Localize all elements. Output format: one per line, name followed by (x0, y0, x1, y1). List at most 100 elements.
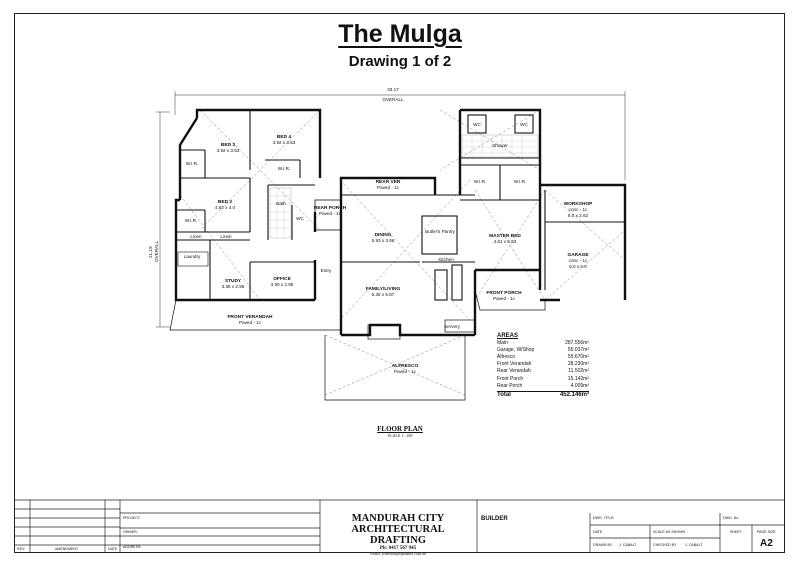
bath-label: Bath (276, 201, 286, 206)
area-row: Rear Porch 4.009m² (497, 383, 589, 390)
left-wing-internal-walls (176, 110, 315, 300)
firm-email: Email: jcherattd@optusnet.com.au (370, 551, 426, 556)
front-verandah-name: FRONT VERANDAH (227, 314, 273, 320)
master-internal-walls (460, 114, 540, 201)
kitchen-label: Kitchen (438, 257, 454, 262)
dwg-no-label: DWG. No. (723, 516, 740, 520)
butlers-pantry-label: Butler's Pantry (425, 229, 455, 234)
sheet-label: SHEET (730, 530, 742, 534)
firm-name-line2: ARCHITECTURAL DRAFTING (351, 524, 445, 546)
dining-name: DINING (375, 232, 392, 238)
alfresco-name: ALFRESCO (392, 363, 419, 369)
amendment-label: AMENDMENT (55, 547, 79, 551)
checked-by-label: CHECKED BY (653, 543, 677, 547)
firm-block: MANDURAH CITY ARCHITECTURAL DRAFTING Ph:… (323, 513, 473, 556)
alfresco-finish: Paved - 1c (394, 369, 417, 374)
roof-lines (179, 109, 626, 396)
servery-label: Servery (444, 324, 461, 329)
family-size: 6.35 x 5.87 (372, 292, 395, 297)
ensuite-wc1-label: WC (473, 122, 481, 127)
wir-master1-label: W.I.R. (474, 179, 487, 184)
central-internal-walls (341, 194, 475, 301)
areas-heading: AREAS (497, 333, 519, 339)
linen1-label: Linen (190, 234, 202, 239)
front-verandah-finish: Paved - 1c (239, 320, 262, 325)
page-size-label: PAGE SIZE (757, 530, 776, 534)
garage-size: 6.0 x 6.0 (569, 264, 587, 269)
rear-ver-name: REAR VER (376, 179, 401, 185)
bath-tile-grid (270, 188, 291, 238)
study-size: 3.36 x 2.95 (222, 284, 245, 289)
wir-bed2-label: W.I.R. (185, 218, 198, 223)
floor-plan-title: FLOOR PLAN (377, 425, 423, 433)
firm-name-line1: MANDURAH CITY (351, 513, 445, 524)
date-label: DATE (108, 547, 118, 551)
drawn-by-label: DRAWN BY (593, 543, 613, 547)
office-size: 3.90 x 2.95 (271, 282, 294, 287)
scale-label: SCALE AS SHOWN (653, 530, 686, 534)
area-total-value: 452.146m² (559, 391, 589, 398)
rev-label: REV: (17, 547, 26, 551)
wir-bed4-label: W.I.R. (278, 166, 291, 171)
area-value: 55.037m² (567, 347, 589, 354)
rear-ver-finish: Paved - 1c (377, 185, 400, 190)
bed4-size: 3.92 x 3.53 (273, 140, 296, 145)
dimension-lines (156, 91, 626, 328)
dining-size: 5.93 x 3.66 (372, 238, 395, 243)
garage-walls (540, 183, 627, 302)
drawn-by-value: J. CABALT (619, 543, 637, 547)
rear-porch-name: REAR PORCH (314, 205, 347, 211)
central-block-walls (339, 176, 477, 337)
area-label: Alfresco (497, 354, 516, 361)
bay-window (367, 324, 401, 340)
linen2-label: Linen (220, 234, 232, 239)
bath-tiles (269, 187, 292, 239)
bed4-name: BED 4 (277, 134, 291, 140)
area-total-label: Total (497, 391, 511, 398)
area-label: Garage, W/Shop (497, 347, 535, 354)
area-total-row: Total 452.146m² (497, 390, 589, 399)
area-label: Front Porch (497, 375, 524, 382)
family-name: FAMILY/LIVING (366, 286, 401, 292)
bed2-name: BED 2 (218, 199, 232, 205)
master-size: 4.61 x 5.53 (494, 239, 517, 244)
left-wing-walls (174, 108, 322, 302)
front-porch-name: FRONT PORCH (486, 290, 522, 296)
garage-finish: conc - 1c (569, 258, 588, 263)
bed3-size: 3.92 x 3.53 (217, 148, 240, 153)
garage-internal-walls (544, 190, 625, 290)
overall-depth-label: OVERALL (154, 240, 159, 262)
ensuite-wc2-label: WC (520, 122, 528, 127)
area-row: Alfresco 55.670m² (497, 354, 589, 361)
drawing-title: The Mulga (338, 20, 462, 48)
area-value: 4.009m² (570, 382, 589, 389)
wc-left-label: WC (296, 216, 304, 221)
rear-porch-finish: Paved - 1c (319, 211, 342, 216)
bed2-size: 4.62 x 4.0 (215, 205, 236, 210)
dwg-title-label: DWG. TITLE: (593, 516, 615, 520)
floor-plan-scale: SCALE 1 : 100 (387, 433, 413, 438)
area-row: Garage, W/Shop 55.037m² (497, 347, 589, 354)
area-row: Front Verandah 28.230m² (497, 361, 589, 368)
area-label: Rear Porch (497, 382, 523, 389)
page-size-value: A2 (760, 538, 773, 549)
front-porch-finish: Paved - 1c (493, 296, 516, 301)
area-value: 28.230m² (567, 361, 589, 368)
checked-by-value: J. CABALT (685, 543, 703, 547)
area-label: Front Verandah (497, 361, 532, 368)
workshop-size: 6.0 x 2.62 (568, 213, 589, 218)
firm-phone: Ph: 0417 567 945 (379, 546, 417, 551)
area-value: 15.142m² (567, 375, 589, 382)
builder-label: BUILDER (481, 516, 508, 522)
area-value: 55.670m² (567, 354, 589, 361)
office-name: OFFICE (273, 276, 291, 282)
area-label: Main (497, 340, 508, 347)
laundry-label: Laundry (184, 254, 201, 259)
shower-label: Shower (492, 143, 508, 148)
wir-bed3-label: W.I.R. (186, 161, 199, 166)
drawing-subtitle: Drawing 1 of 2 (348, 53, 452, 70)
